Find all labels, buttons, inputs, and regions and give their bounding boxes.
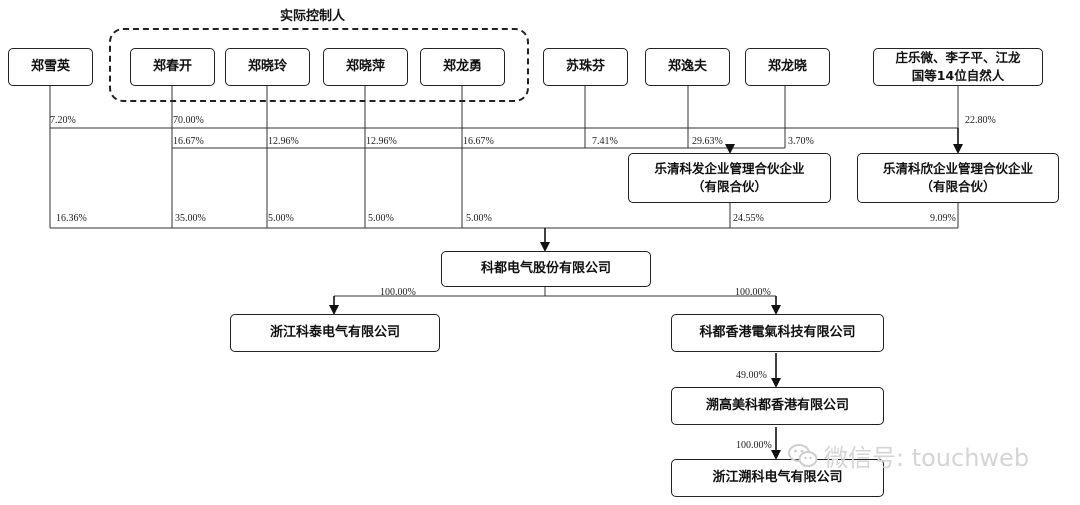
entity-zhejiang-suke: 浙江溯科电气有限公司 — [671, 459, 884, 497]
entity-kedu-electric: 科都电气股份有限公司 — [441, 251, 651, 287]
entity-kedu-hk: 科都香港電氣科技有限公司 — [671, 314, 884, 352]
person-zheng-longyong: 郑龙勇 — [420, 48, 505, 86]
person-zheng-chunkai: 郑春开 — [130, 48, 215, 86]
person-zheng-yifu: 郑逸夫 — [645, 48, 730, 86]
person-zheng-xiaoling: 郑晓玲 — [225, 48, 310, 86]
pct-kefa-kedu: 24.55% — [733, 213, 764, 224]
pct-chunkai-kexin: 16.67% — [173, 136, 204, 147]
entity-zhejiang-ketai: 浙江科泰电气有限公司 — [230, 314, 440, 352]
wechat-icon — [788, 443, 818, 467]
person-zheng-longxiao: 郑龙晓 — [745, 48, 830, 86]
pct-kedu-ketai: 100.00% — [380, 287, 416, 298]
pct-sugao-suke: 100.00% — [736, 440, 772, 451]
pct-longyong-kexin: 16.67% — [463, 136, 494, 147]
pct-chunkai-kefa: 70.00% — [173, 115, 204, 126]
person-zheng-xiaoping: 郑晓萍 — [323, 48, 408, 86]
actual-controller-group — [109, 28, 529, 102]
entity-leqing-kefa: 乐清科发企业管理合伙企业（有限合伙） — [628, 153, 831, 203]
pct-kedu-hk: 100.00% — [735, 287, 771, 298]
entity-leqing-kexin: 乐清科欣企业管理合伙企业（有限合伙） — [857, 153, 1059, 203]
pct-xiaoling-kedu: 5.00% — [268, 213, 294, 224]
pct-hk-sugao: 49.00% — [736, 370, 767, 381]
pct-yifu-kexin: 29.63% — [692, 136, 723, 147]
pct-others-kexin: 22.80% — [965, 115, 996, 126]
pct-xiaoping-kexin: 12.96% — [366, 136, 397, 147]
pct-xueying-kedu: 16.36% — [56, 213, 87, 224]
pct-xiaoling-kexin: 12.96% — [268, 136, 299, 147]
pct-kexin-kedu: 9.09% — [930, 213, 956, 224]
pct-xiaoping-kedu: 5.00% — [368, 213, 394, 224]
entity-sugao-hk: 溯高美科都香港有限公司 — [671, 387, 884, 425]
person-others: 庄乐微、李子平、江龙国等14位自然人 — [873, 48, 1043, 86]
pct-zhufen-kexin: 7.41% — [592, 136, 618, 147]
pct-chunkai-kedu: 35.00% — [175, 213, 206, 224]
pct-longyong-kedu: 5.00% — [466, 213, 492, 224]
actual-controller-title: 实际控制人 — [280, 9, 346, 24]
watermark-text: 微信号: touchweb — [824, 444, 1030, 472]
person-su-zhufen: 苏珠芬 — [543, 48, 628, 86]
watermark: 微信号: touchweb — [788, 438, 1029, 473]
person-zheng-xueying: 郑雪英 — [8, 48, 93, 86]
pct-xueying-kefa: 7.20% — [50, 115, 76, 126]
pct-longxiao-kexin: 3.70% — [788, 136, 814, 147]
